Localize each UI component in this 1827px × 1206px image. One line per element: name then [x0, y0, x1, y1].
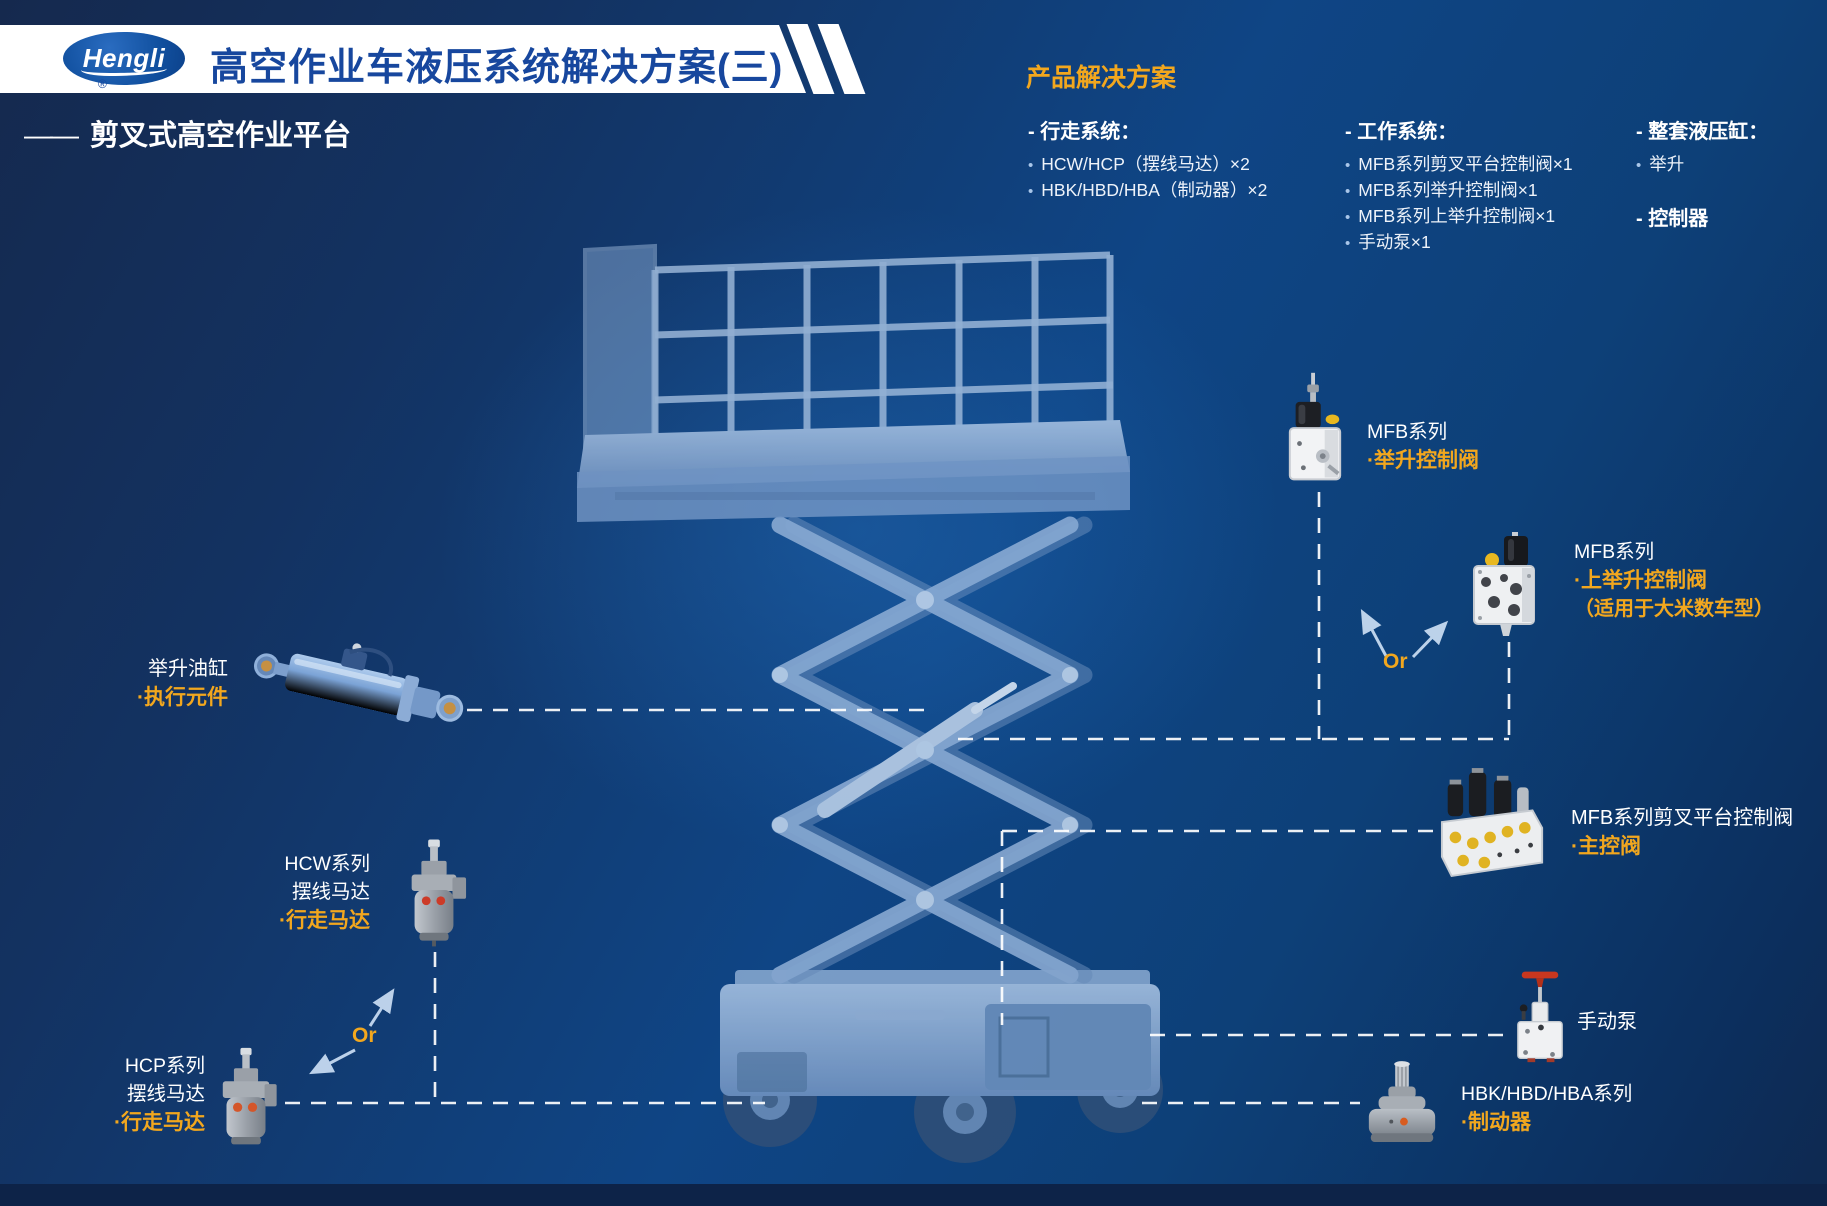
hengli-logo: Hengli: [63, 32, 185, 85]
or-label-left: Or: [352, 1024, 377, 1047]
component-role: ·执行元件: [137, 686, 228, 709]
lift-base: [720, 970, 1163, 1163]
page-subtitle: —— 剪叉式高空作业平台: [24, 112, 351, 154]
list-item: •举升: [1636, 154, 1685, 174]
list-item: •MFB系列上举升控制阀×1: [1345, 206, 1556, 226]
travel-system-heading: - 行走系统：: [1028, 121, 1141, 143]
lift-cylinder-callout: 举升油缸 ·执行元件: [88, 655, 228, 712]
mfb-lift-valve-image: [1288, 372, 1342, 481]
component-series: HCP系列: [124, 1055, 205, 1077]
component-series: MFB系列剪叉平台控制阀: [1571, 807, 1794, 829]
subtitle-text: 剪叉式高空作业平台: [90, 120, 352, 152]
component-series: MFB系列: [1367, 421, 1448, 443]
component-role: ·举升控制阀: [1367, 449, 1479, 472]
cylinder-set-heading: - 整套液压缸：: [1636, 121, 1769, 143]
brake-callout: HBK/HBD/HBA系列 ·制动器: [1461, 1080, 1632, 1137]
component-series: MFB系列: [1574, 541, 1655, 563]
bottom-bar: [0, 1184, 1827, 1206]
list-item: •HBK/HBD/HBA（制动器）×2: [1028, 180, 1268, 200]
component-role: ·制动器: [1461, 1111, 1531, 1134]
solution-column-work: - 工作系统： •MFB系列剪叉平台控制阀×1 •MFB系列举升控制阀×1 •M…: [1345, 115, 1573, 256]
or-label-right: Or: [1383, 650, 1408, 673]
list-item: •手动泵×1: [1345, 232, 1431, 252]
component-role: ·主控阀: [1571, 835, 1641, 858]
logo-swoosh: [81, 65, 167, 76]
list-item: •MFB系列剪叉平台控制阀×1: [1345, 154, 1573, 174]
solution-title: 产品解决方案: [1026, 64, 1177, 92]
mfb-main-valve-callout: MFB系列剪叉平台控制阀 ·主控阀: [1571, 804, 1793, 861]
work-system-heading: - 工作系统：: [1345, 121, 1458, 143]
hcp-motor-callout: HCP系列 摆线马达 ·行走马达: [75, 1052, 205, 1137]
brake-image: [1368, 1061, 1436, 1143]
component-role: ·行走马达: [114, 1111, 205, 1134]
solution-column-cylinder: - 整套液压缸： •举升 - 控制器: [1636, 115, 1768, 239]
or-arrows: [309, 609, 1449, 1075]
scissor-arms: [771, 516, 1093, 984]
scissor-lift-illustration: [577, 243, 1163, 1163]
list-item: •MFB系列举升控制阀×1: [1345, 180, 1538, 200]
component-series: HCW系列: [284, 853, 370, 875]
subtitle-dash: ——: [24, 120, 79, 152]
component-series: HBK/HBD/HBA系列: [1461, 1083, 1633, 1105]
hcw-motor-image: [411, 839, 467, 947]
page-title: 高空作业车液压系统解决方案(三): [210, 47, 784, 89]
component-name: 举升油缸: [148, 658, 228, 680]
solution-column-travel: - 行走系统： •HCW/HCP（摆线马达）×2 •HBK/HBD/HBA（制动…: [1028, 115, 1267, 204]
mfb-main-valve-image: [1440, 768, 1544, 878]
hand-pump-image: [1517, 971, 1563, 1063]
mfb-upper-lift-valve-callout: MFB系列 ·上举升控制阀 （适用于大米数车型）: [1574, 538, 1774, 624]
hcp-motor-image: [222, 1047, 277, 1145]
component-note: （适用于大米数车型）: [1574, 598, 1774, 620]
list-item: •HCW/HCP（摆线马达）×2: [1028, 154, 1250, 174]
registered-mark: ®: [98, 77, 107, 91]
controller-heading: - 控制器: [1636, 208, 1709, 230]
mfb-lift-valve-callout: MFB系列 ·举升控制阀: [1367, 418, 1479, 475]
component-name: 手动泵: [1577, 1011, 1637, 1033]
hand-pump-callout: 手动泵: [1577, 1008, 1637, 1036]
component-role: ·行走马达: [279, 909, 370, 932]
hcw-motor-callout: HCW系列 摆线马达 ·行走马达: [240, 850, 370, 935]
lift-platform: [577, 243, 1130, 522]
mfb-upper-lift-valve-image: [1473, 532, 1535, 636]
component-type: 摆线马达: [291, 881, 370, 903]
lift-cylinder-image: [254, 643, 464, 722]
component-type: 摆线马达: [126, 1083, 205, 1105]
component-role: ·上举升控制阀: [1574, 569, 1707, 592]
